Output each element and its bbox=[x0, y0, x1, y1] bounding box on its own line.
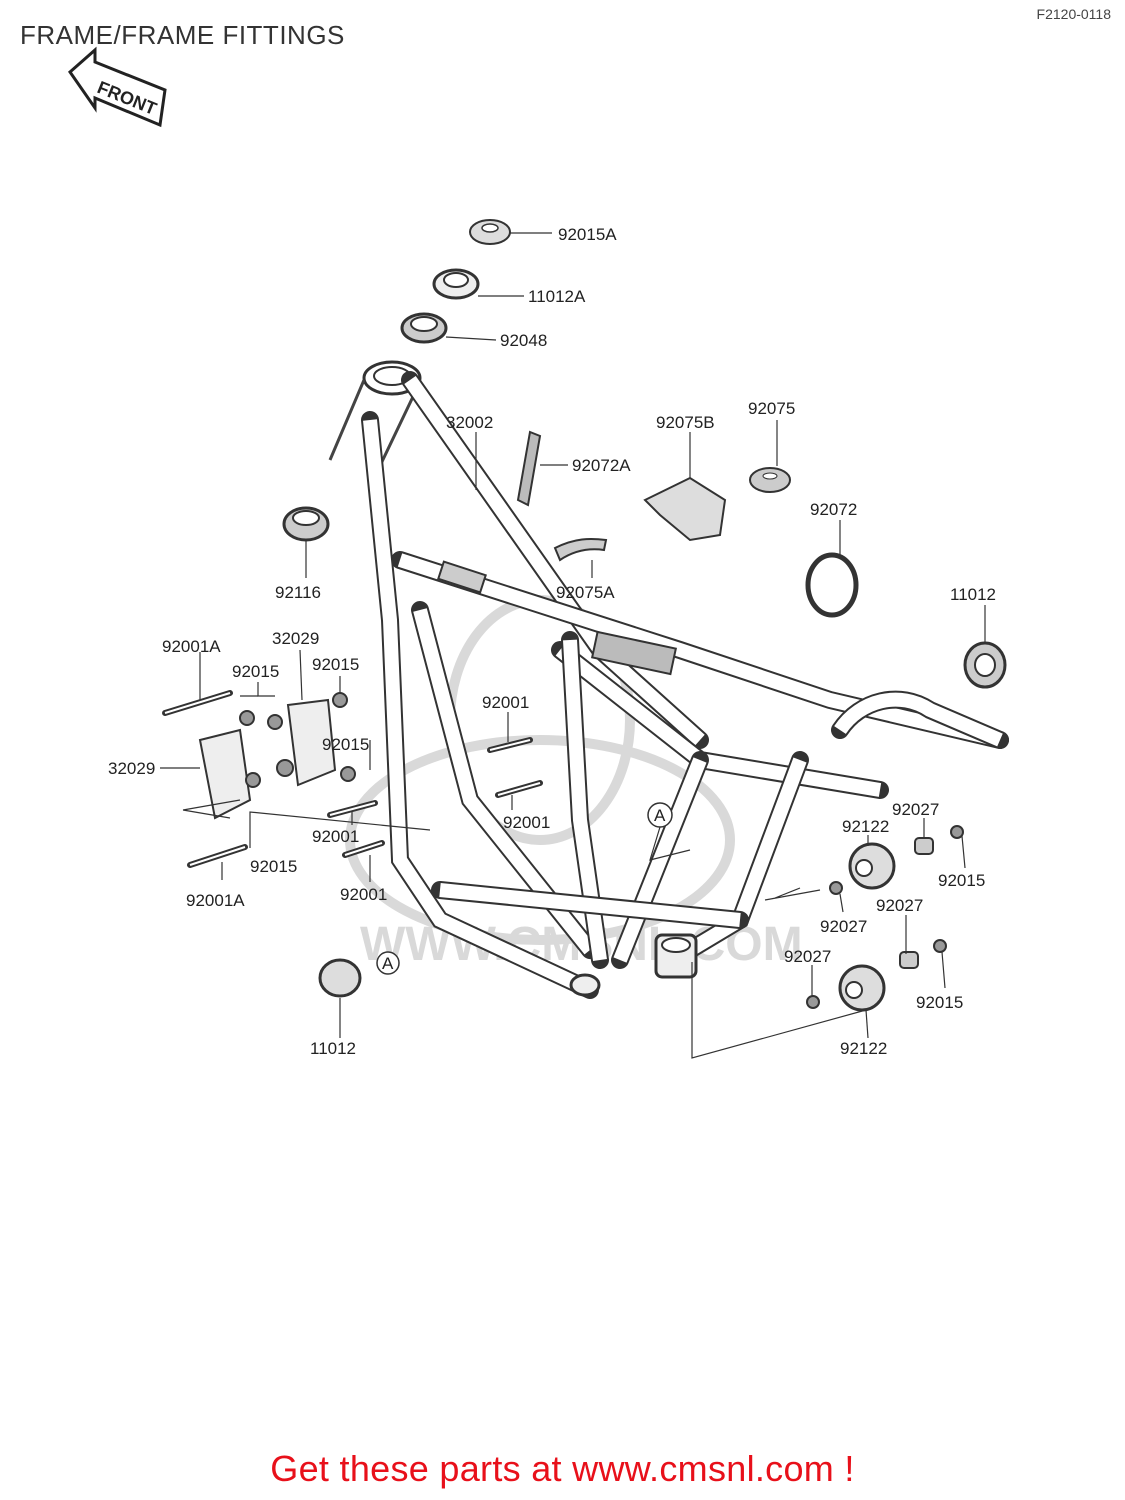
leader-lines bbox=[160, 232, 986, 1059]
plate-32029-right-icon bbox=[286, 698, 337, 787]
cta-banner[interactable]: Get these parts at www.cmsnl.com ! bbox=[270, 1448, 855, 1489]
diagram-code: F2120-0118 bbox=[1036, 6, 1111, 22]
label-92001A-lower: 92001A bbox=[186, 891, 245, 910]
label-32029-upper: 32029 bbox=[272, 629, 319, 648]
label-92001-a: 92001 bbox=[482, 693, 529, 712]
label-92075A: 92075A bbox=[556, 583, 615, 602]
front-arrow-icon: FRONT bbox=[68, 46, 167, 128]
label-92075: 92075 bbox=[748, 399, 795, 418]
label-92122-upper: 92122 bbox=[842, 817, 889, 836]
callout-marker-cap: A bbox=[382, 954, 394, 973]
label-92116: 92116 bbox=[275, 583, 321, 602]
band-92072-icon bbox=[805, 552, 859, 618]
label-92015-f: 92015 bbox=[916, 993, 963, 1012]
label-92015-a: 92015 bbox=[232, 662, 279, 681]
cover-92075b-icon bbox=[643, 476, 727, 542]
label-92015A: 92015A bbox=[558, 225, 617, 244]
label-92015-d: 92015 bbox=[250, 857, 297, 876]
frame-32002: A bbox=[328, 360, 1009, 999]
label-11012A: 11012A bbox=[528, 287, 586, 306]
band-92072a-icon bbox=[516, 430, 542, 507]
label-92075B: 92075B bbox=[656, 413, 715, 432]
label-92027-c: 92027 bbox=[820, 917, 867, 936]
part-labels: 92015A 11012A 92048 32002 92072A 92075B … bbox=[108, 225, 996, 1058]
label-92001A-upper: 92001A bbox=[162, 637, 221, 656]
label-92027-d: 92027 bbox=[784, 947, 831, 966]
label-32002: 32002 bbox=[446, 413, 493, 432]
label-92015-e: 92015 bbox=[938, 871, 985, 890]
label-92027-b: 92027 bbox=[876, 896, 923, 915]
page-title: FRAME/FRAME FITTINGS bbox=[20, 20, 345, 50]
label-92027-a: 92027 bbox=[892, 800, 939, 819]
cap-11012-icon bbox=[318, 958, 362, 998]
label-11012-lower: 11012 bbox=[310, 1039, 356, 1058]
grommet-92075-icon bbox=[749, 467, 791, 493]
loose-parts: A bbox=[162, 430, 1007, 1012]
label-92072A: 92072A bbox=[572, 456, 631, 475]
label-92001-d: 92001 bbox=[340, 885, 387, 904]
label-92048: 92048 bbox=[500, 331, 547, 350]
plate-32029-left-icon bbox=[198, 728, 252, 820]
steering-parts bbox=[282, 219, 511, 542]
label-92072: 92072 bbox=[810, 500, 857, 519]
label-32029-lower: 32029 bbox=[108, 759, 155, 778]
label-11012-upper: 11012 bbox=[950, 585, 996, 604]
clamp-92075a-icon bbox=[553, 538, 608, 562]
label-92001-b: 92001 bbox=[503, 813, 550, 832]
label-92015-c: 92015 bbox=[322, 735, 369, 754]
label-92015-b: 92015 bbox=[312, 655, 359, 674]
label-92122-lower: 92122 bbox=[840, 1039, 887, 1058]
label-92001-c: 92001 bbox=[312, 827, 359, 846]
callout-marker-frame: A bbox=[654, 806, 666, 825]
